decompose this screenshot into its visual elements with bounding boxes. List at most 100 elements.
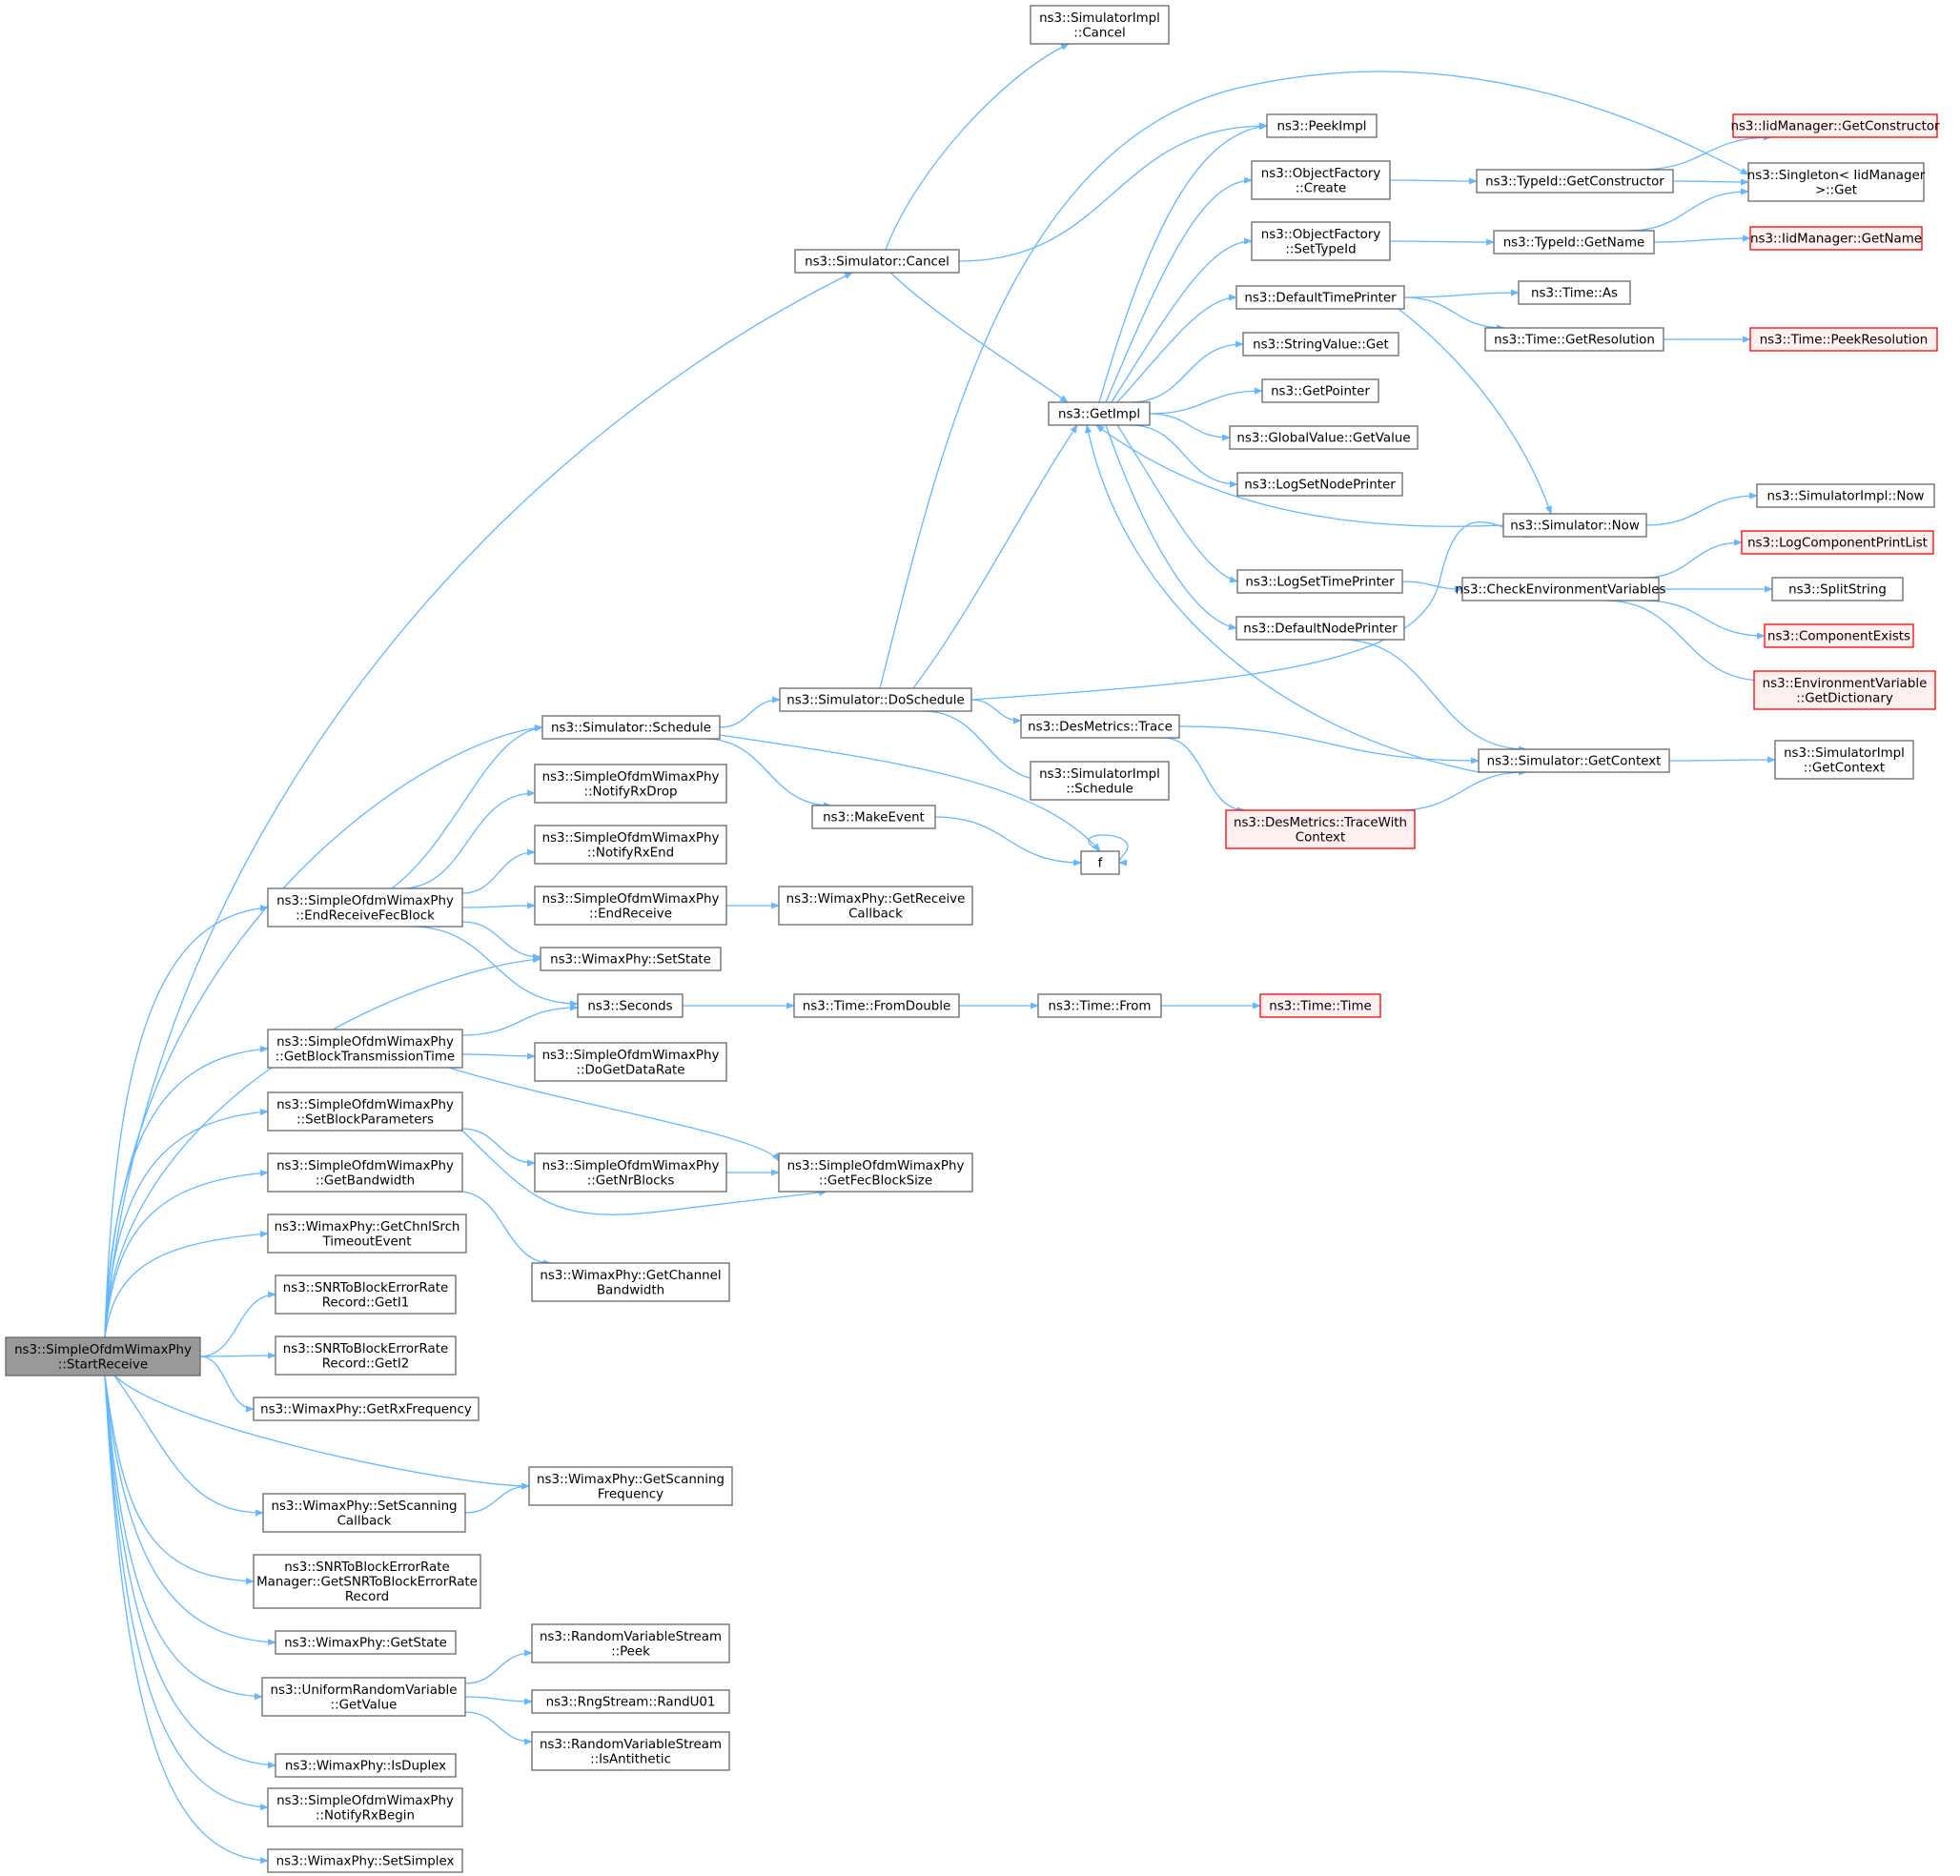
- node-get-state[interactable]: ns3::WimaxPhy::GetState: [275, 1630, 457, 1655]
- node-get-pointer[interactable]: ns3::GetPointer: [1261, 378, 1379, 403]
- node-label: ns3::Simulator::Cancel: [805, 255, 949, 270]
- node-label: ns3::ObjectFactory: [1261, 167, 1381, 181]
- node-time-peek-res[interactable]: ns3::Time::PeekResolution: [1749, 327, 1938, 352]
- node-check-env[interactable]: ns3::CheckEnvironmentVariables: [1456, 577, 1666, 602]
- node-log-set-time[interactable]: ns3::LogSetTimePrinter: [1236, 569, 1403, 594]
- node-label: ns3::WimaxPhy::GetChnlSrch: [275, 1220, 460, 1234]
- node-rvs-peek[interactable]: ns3::RandomVariableStream::Peek: [531, 1623, 730, 1663]
- node-global-val-get[interactable]: ns3::GlobalValue::GetValue: [1229, 425, 1419, 450]
- node-comp-exists[interactable]: ns3::ComponentExists: [1764, 623, 1914, 648]
- edge-sim-do-schedule-to-sim-now: [970, 521, 1533, 701]
- node-sim-impl-now[interactable]: ns3::SimulatorImpl::Now: [1756, 483, 1935, 508]
- node-sim-now[interactable]: ns3::Simulator::Now: [1502, 513, 1647, 538]
- node-label: ::Schedule: [1066, 782, 1133, 796]
- node-box: [534, 1042, 727, 1082]
- node-sim-schedule[interactable]: ns3::Simulator::Schedule: [541, 715, 721, 740]
- node-get-bandwidth[interactable]: ns3::SimpleOfdmWimaxPhy::GetBandwidth: [267, 1152, 463, 1193]
- node-set-state[interactable]: ns3::WimaxPhy::SetState: [540, 947, 722, 971]
- node-label: ns3::WimaxPhy::SetSimplex: [276, 1855, 455, 1869]
- node-do-get-data-rate[interactable]: ns3::SimpleOfdmWimaxPhy::DoGetDataRate: [534, 1042, 727, 1082]
- node-iid-get-name[interactable]: ns3::IidManager::GetName: [1749, 226, 1923, 251]
- node-make-event[interactable]: ns3::MakeEvent: [811, 805, 936, 829]
- node-box: [275, 1274, 457, 1315]
- node-get-nr-blocks[interactable]: ns3::SimpleOfdmWimaxPhy::GetNrBlocks: [534, 1152, 727, 1193]
- node-label: ::GetContext: [1804, 761, 1885, 775]
- node-notify-rx-drop[interactable]: ns3::SimpleOfdmWimaxPhy::NotifyRxDrop: [534, 764, 727, 804]
- node-label: ns3::LogComponentPrintList: [1747, 537, 1928, 551]
- node-notify-rx-end[interactable]: ns3::SimpleOfdmWimaxPhy::NotifyRxEnd: [534, 825, 727, 865]
- node-set-block-params[interactable]: ns3::SimpleOfdmWimaxPhy::SetBlockParamet…: [267, 1091, 463, 1132]
- node-label: ns3::SNRToBlockErrorRate: [283, 1281, 449, 1295]
- node-label: ns3::Seconds: [587, 1000, 672, 1014]
- node-snr-mgr[interactable]: ns3::SNRToBlockErrorRateManager::GetSNRT…: [253, 1554, 481, 1609]
- node-get-block-tx[interactable]: ns3::SimpleOfdmWimaxPhy::GetBlockTransmi…: [267, 1029, 463, 1069]
- node-split-string[interactable]: ns3::SplitString: [1771, 577, 1904, 602]
- edge-get-block-tx-to-get-fec-block: [448, 1067, 780, 1162]
- node-label: ns3::SimpleOfdmWimaxPhy: [787, 1159, 965, 1173]
- node-des-trace[interactable]: ns3::DesMetrics::Trace: [1020, 714, 1180, 739]
- edge-set-block-params-to-get-nr-blocks: [461, 1128, 536, 1167]
- node-obj-create[interactable]: ns3::ObjectFactory::Create: [1251, 160, 1391, 200]
- node-box: [1030, 761, 1170, 801]
- node-seconds[interactable]: ns3::Seconds: [577, 993, 684, 1018]
- node-time-get-res[interactable]: ns3::Time::GetResolution: [1484, 327, 1664, 352]
- node-label: ns3::SNRToBlockErrorRate: [283, 1342, 449, 1356]
- edge-get-impl-to-global-val-get: [1149, 413, 1231, 441]
- edge-type-id-get-name-to-iid-get-name: [1653, 234, 1751, 243]
- node-label: >::Get: [1815, 183, 1857, 197]
- node-env-var-dict[interactable]: ns3::EnvironmentVariable::GetDictionary: [1753, 670, 1936, 710]
- node-obj-set-type-id[interactable]: ns3::ObjectFactory::SetTypeId: [1251, 221, 1391, 261]
- node-str-val-get[interactable]: ns3::StringValue::Get: [1242, 332, 1399, 357]
- node-end-receive[interactable]: ns3::SimpleOfdmWimaxPhy::EndReceive: [534, 886, 727, 926]
- node-type-id-get-name[interactable]: ns3::TypeId::GetName: [1493, 230, 1655, 255]
- node-iid-get-cons[interactable]: ns3::IidManager::GetConstructor: [1730, 113, 1940, 138]
- edge-get-impl-to-get-pointer: [1149, 387, 1263, 415]
- node-singleton-get[interactable]: ns3::Singleton< IidManager>::Get: [1747, 162, 1926, 202]
- node-end-recv-fec[interactable]: ns3::SimpleOfdmWimaxPhy::EndReceiveFecBl…: [267, 887, 463, 928]
- node-get-impl[interactable]: ns3::GetImpl: [1048, 401, 1151, 426]
- node-rvs-is-anti[interactable]: ns3::RandomVariableStream::IsAntithetic: [531, 1731, 730, 1771]
- node-get-fec-block[interactable]: ns3::SimpleOfdmWimaxPhy::GetFecBlockSize: [778, 1152, 973, 1193]
- node-label: ::NotifyRxEnd: [587, 846, 674, 860]
- node-peek-impl[interactable]: ns3::PeekImpl: [1266, 113, 1378, 138]
- node-label: ns3::GlobalValue::GetValue: [1236, 432, 1410, 446]
- node-uniform-get-value[interactable]: ns3::UniformRandomVariable::GetValue: [261, 1677, 466, 1717]
- edge-des-trace-to-sim-get-context: [1178, 725, 1480, 765]
- node-log-set-node[interactable]: ns3::LogSetNodePrinter: [1236, 472, 1403, 497]
- node-start[interactable]: ns3::SimpleOfdmWimaxPhy::StartReceive: [5, 1336, 201, 1376]
- node-sim-cancel[interactable]: ns3::Simulator::Cancel: [794, 249, 960, 274]
- node-sim-get-context[interactable]: ns3::Simulator::GetContext: [1478, 748, 1670, 773]
- node-sim-impl-cancel[interactable]: ns3::SimulatorImpl::Cancel: [1030, 5, 1170, 45]
- node-notify-rx-begin[interactable]: ns3::SimpleOfdmWimaxPhy::NotifyRxBegin: [267, 1787, 463, 1827]
- node-get-rx-freq[interactable]: ns3::WimaxPhy::GetRxFrequency: [253, 1397, 480, 1421]
- node-is-duplex[interactable]: ns3::WimaxPhy::IsDuplex: [275, 1753, 457, 1778]
- node-sim-impl-get-context[interactable]: ns3::SimulatorImpl::GetContext: [1774, 740, 1914, 780]
- node-type-id-get-cons[interactable]: ns3::TypeId::GetConstructor: [1476, 169, 1674, 194]
- node-sim-do-schedule[interactable]: ns3::Simulator::DoSchedule: [779, 687, 972, 712]
- node-sim-impl-schedule[interactable]: ns3::SimulatorImpl::Schedule: [1030, 761, 1170, 801]
- node-f[interactable]: f: [1080, 850, 1120, 875]
- node-time-time[interactable]: ns3::Time::Time: [1259, 993, 1381, 1018]
- node-time-from[interactable]: ns3::Time::From: [1037, 993, 1162, 1018]
- node-box: [528, 1466, 733, 1506]
- node-def-time-printer[interactable]: ns3::DefaultTimePrinter: [1235, 285, 1405, 310]
- node-log-comp-print[interactable]: ns3::LogComponentPrintList: [1741, 530, 1934, 555]
- node-time-from-double[interactable]: ns3::Time::FromDouble: [793, 993, 960, 1018]
- node-box: [1518, 280, 1631, 305]
- node-rng-rand-u01[interactable]: ns3::RngStream::RandU01: [531, 1689, 730, 1714]
- node-label: ns3::LogSetNodePrinter: [1244, 479, 1396, 493]
- node-time-as[interactable]: ns3::Time::As: [1518, 280, 1631, 305]
- node-box: [267, 1152, 463, 1193]
- edge-end-recv-fec-to-sim-schedule: [391, 724, 543, 889]
- edge-start-to-get-rx-freq: [199, 1356, 255, 1413]
- node-set-simplex[interactable]: ns3::WimaxPhy::SetSimplex: [267, 1848, 463, 1873]
- node-def-node-printer[interactable]: ns3::DefaultNodePrinter: [1235, 616, 1405, 641]
